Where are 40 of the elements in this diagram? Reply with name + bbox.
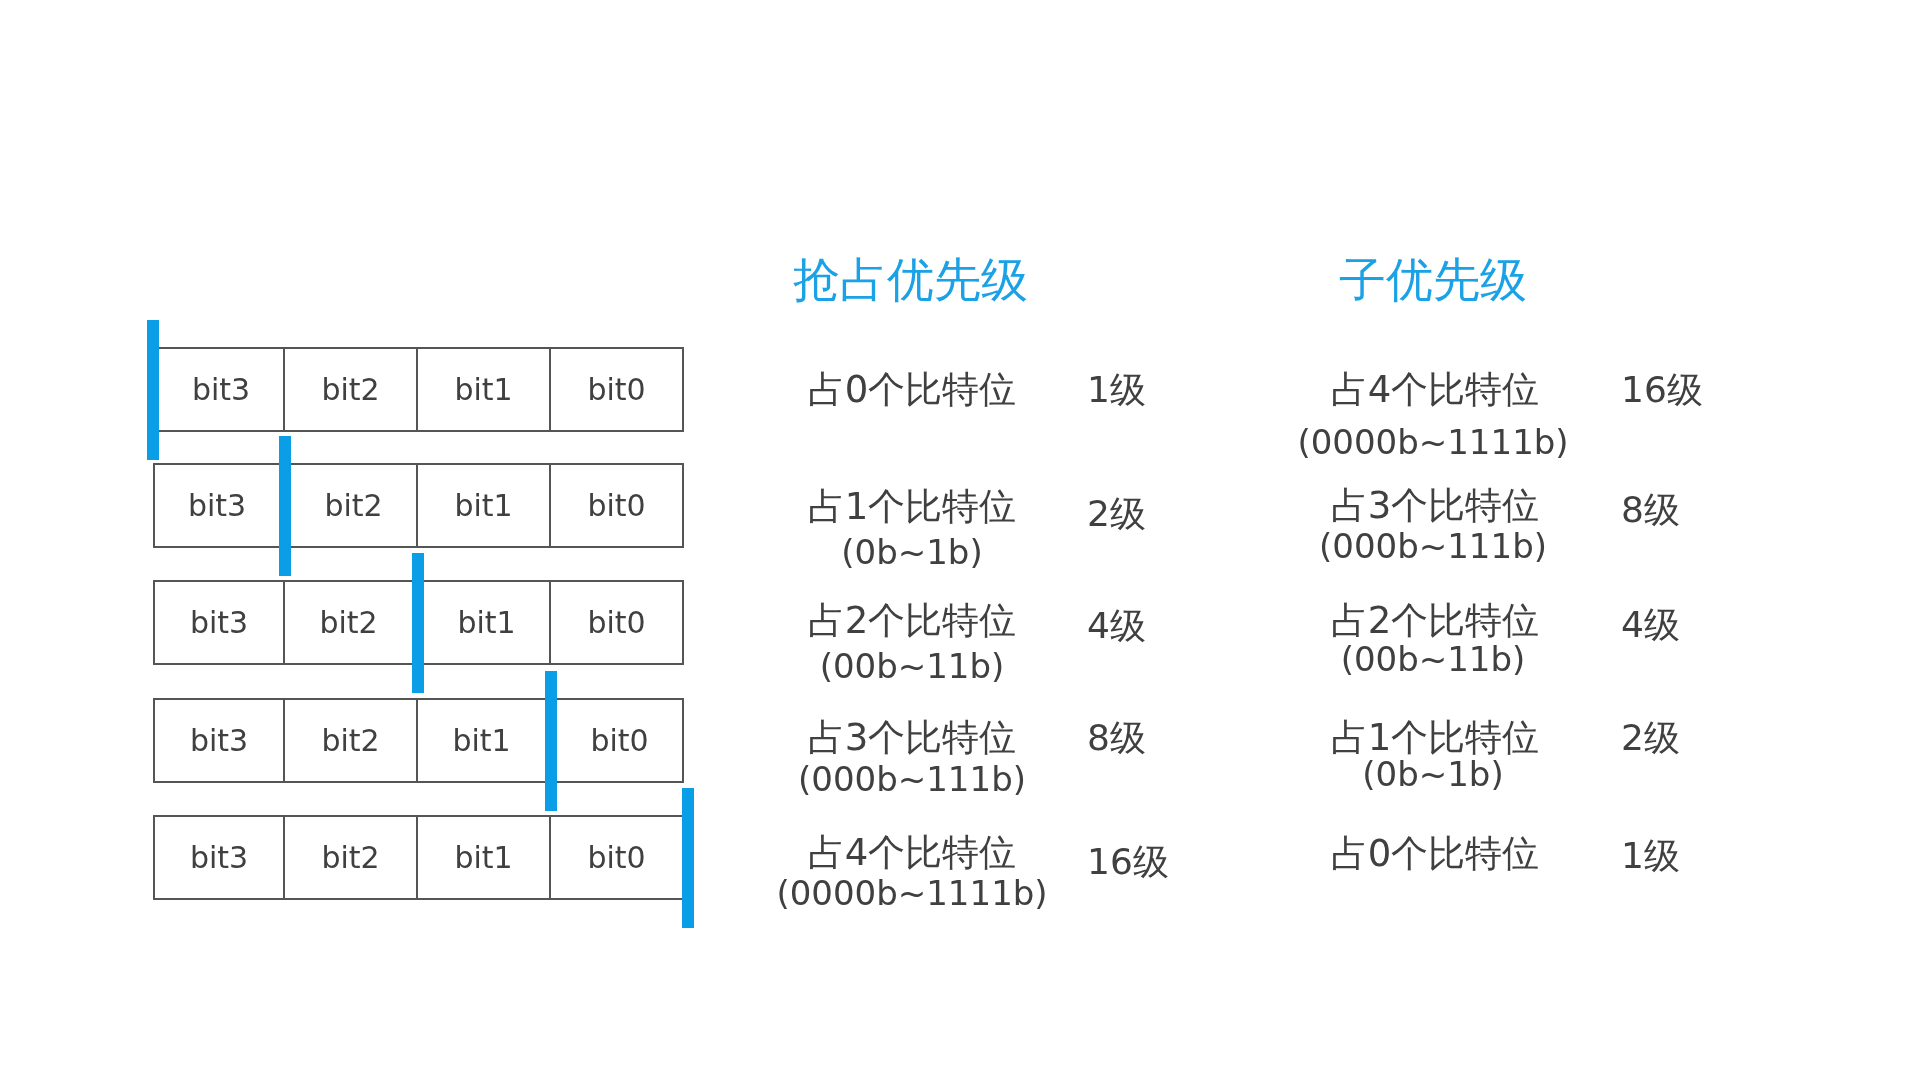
bit-cell: bit3 bbox=[153, 580, 285, 665]
priority-level-label: 2级 bbox=[1087, 493, 1146, 535]
priority-level-label: 4级 bbox=[1087, 605, 1146, 647]
bit-cell: bit2 bbox=[285, 815, 418, 900]
bit-count-label: 占1个比特位 bbox=[807, 485, 1017, 529]
binary-range-label: (0b~1b) bbox=[841, 533, 983, 573]
bit-count-label: 占2个比特位 bbox=[1330, 599, 1540, 643]
bit-count-label: 占0个比特位 bbox=[807, 368, 1017, 412]
priority-level-label: 1级 bbox=[1087, 369, 1146, 411]
priority-level-label: 4级 bbox=[1621, 604, 1680, 646]
bit-count-label: 占4个比特位 bbox=[1330, 368, 1540, 412]
binary-range-label: (000b~111b) bbox=[1319, 527, 1547, 567]
bit-cell: bit3 bbox=[153, 815, 285, 900]
bit-cell: bit1 bbox=[418, 815, 551, 900]
bit-cell: bit2 bbox=[285, 698, 418, 783]
column-heading: 子优先级 bbox=[1339, 253, 1527, 307]
binary-range-label: (0000b~1111b) bbox=[776, 874, 1048, 914]
binary-range-label: (0000b~1111b) bbox=[1297, 423, 1569, 463]
priority-level-label: 16级 bbox=[1621, 369, 1703, 411]
bit-cell: bit1 bbox=[418, 347, 551, 432]
bit-count-label: 占4个比特位 bbox=[807, 831, 1017, 875]
column-heading: 抢占优先级 bbox=[792, 253, 1028, 307]
binary-range-label: (000b~111b) bbox=[798, 760, 1026, 800]
bit-cell: bit0 bbox=[551, 347, 684, 432]
bit-count-label: 占0个比特位 bbox=[1330, 832, 1540, 876]
bit-cell: bit0 bbox=[551, 580, 684, 665]
bit-cell: bit3 bbox=[153, 698, 285, 783]
priority-level-label: 1级 bbox=[1621, 835, 1680, 877]
bit-count-label: 占3个比特位 bbox=[807, 716, 1017, 760]
bit-cell: bit0 bbox=[551, 463, 684, 548]
priority-level-label: 16级 bbox=[1087, 841, 1169, 883]
binary-range-label: (00b~11b) bbox=[1340, 640, 1526, 680]
bit-count-label: 占2个比特位 bbox=[807, 599, 1017, 643]
priority-level-label: 2级 bbox=[1621, 717, 1680, 759]
bit-cell: bit1 bbox=[418, 463, 551, 548]
priority-level-label: 8级 bbox=[1621, 489, 1680, 531]
bit-count-label: 占3个比特位 bbox=[1330, 484, 1540, 528]
bit-cell: bit2 bbox=[285, 347, 418, 432]
binary-range-label: (00b~11b) bbox=[819, 647, 1005, 687]
priority-level-label: 8级 bbox=[1087, 717, 1146, 759]
